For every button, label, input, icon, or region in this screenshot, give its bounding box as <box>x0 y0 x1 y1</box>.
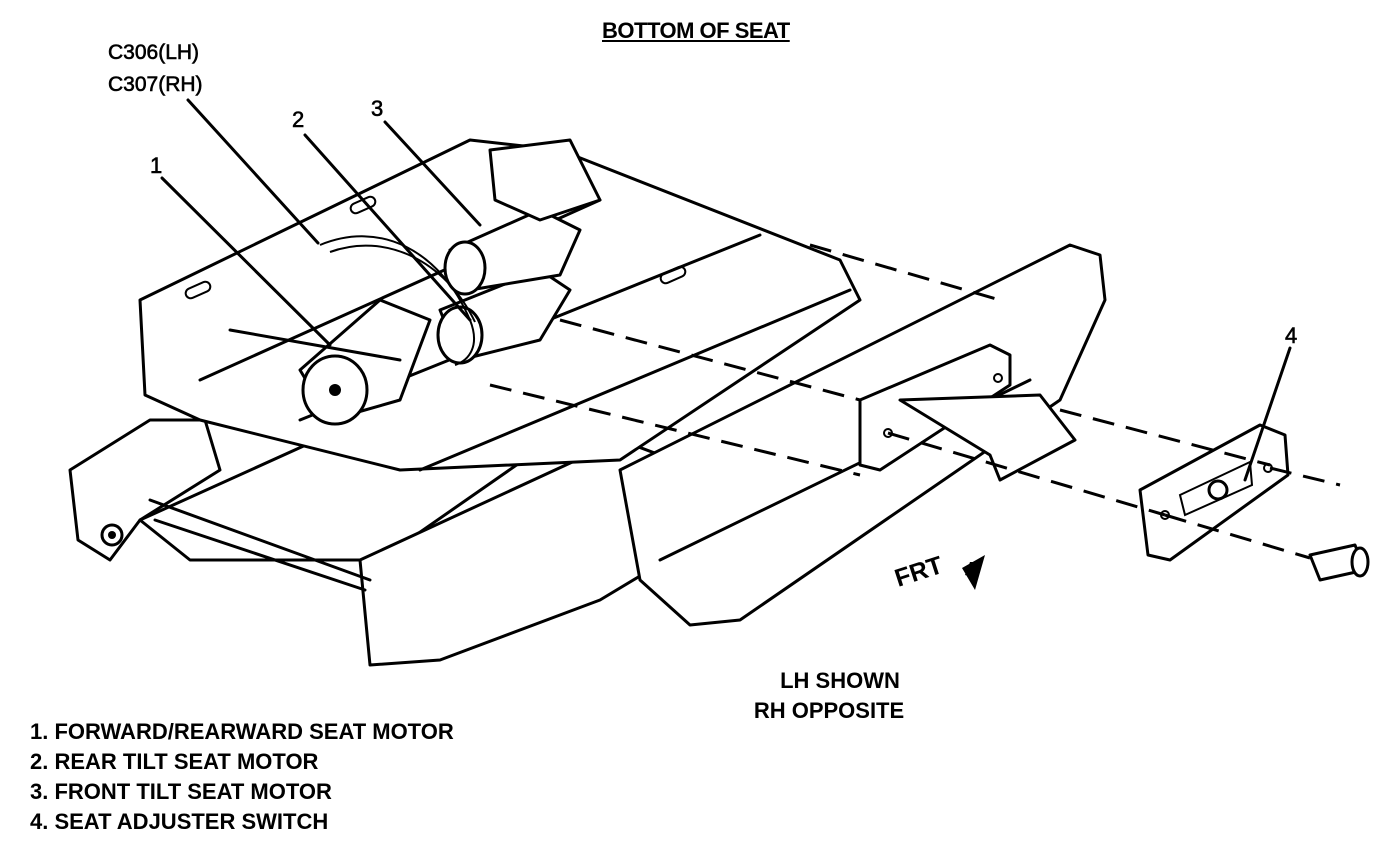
callout-2: 2 <box>292 107 305 132</box>
legend-item: 3. FRONT TILT SEAT MOTOR <box>30 779 332 804</box>
screw <box>1308 543 1370 582</box>
note-lh-shown: LH SHOWN <box>780 668 900 693</box>
connector-rh-label: C307(RH) <box>108 73 203 96</box>
callout-1: 1 <box>150 153 163 178</box>
diagram-title: BOTTOM OF SEAT <box>602 18 790 43</box>
side-trim-panel <box>618 243 1107 627</box>
seat-adjuster-switch <box>1138 423 1290 562</box>
leader-lines <box>160 98 1292 482</box>
connector-lh-label: C306(LH) <box>108 41 200 64</box>
front-direction-arrow <box>962 555 985 590</box>
note-rh-opposite: RH OPPOSITE <box>753 698 905 723</box>
legend-item: 2. REAR TILT SEAT MOTOR <box>30 749 319 774</box>
callout-4: 4 <box>1285 323 1298 348</box>
legend-item: 1. FORWARD/REARWARD SEAT MOTOR <box>30 719 454 744</box>
motor-1 <box>228 298 432 426</box>
callout-3: 3 <box>371 96 384 121</box>
motor-3 <box>443 138 602 296</box>
legend-item: 4. SEAT ADJUSTER SWITCH <box>30 809 329 834</box>
alignment-lines <box>489 243 1341 560</box>
